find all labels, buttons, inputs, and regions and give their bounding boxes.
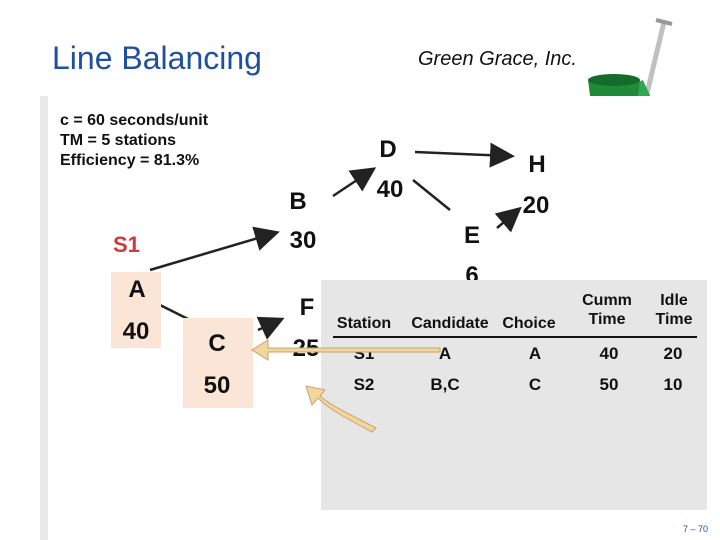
arrow-b-e (412, 179, 451, 211)
node-h-time: 20 (522, 192, 550, 219)
slide-title: Line Balancing (52, 40, 262, 76)
station-c-highlight (183, 318, 253, 408)
panel-edge (40, 96, 48, 540)
node-b-time: 30 (289, 227, 317, 254)
header-cumm-time: Cumm Time (582, 292, 632, 328)
callout-arrow-c (251, 339, 441, 361)
node-a-label: A (128, 276, 146, 303)
node-h-label: H (528, 151, 546, 178)
node-d-label: D (379, 136, 397, 163)
row1-cumm: 40 (599, 344, 619, 363)
efficiency: Efficiency = 81.3% (60, 152, 200, 169)
company-name: Green Grace, Inc. (418, 48, 577, 70)
callout-arrow-f (305, 385, 377, 433)
header-choice: Choice (502, 315, 556, 332)
row2-cumm: 50 (599, 375, 619, 394)
arrow-c-f (256, 316, 285, 340)
station-label-s1: S1 (113, 232, 140, 257)
header-idle-time: Idle Time (655, 292, 693, 328)
node-c-time: 50 (203, 372, 231, 399)
node-f-label: F (299, 294, 315, 321)
node-d-time: 40 (376, 176, 404, 203)
node-e-label: E (463, 222, 480, 249)
row1-candidate: A (438, 344, 452, 363)
row2-candidate: B,C (430, 375, 460, 394)
arrow-d-h (414, 142, 515, 168)
row2-station: S2 (353, 375, 375, 394)
row1-idle: 20 (663, 344, 683, 363)
cycle-time: c = 60 seconds/unit (60, 112, 209, 129)
slide-number: 7 – 70 (682, 524, 708, 534)
station-s1-highlight (111, 272, 161, 348)
header-station: Station (336, 315, 392, 332)
header-candidate: Candidate (411, 315, 489, 332)
theoretical-minimum: TM = 5 stations (60, 132, 177, 149)
arrow-e-h (494, 206, 522, 233)
node-c-label: C (208, 330, 226, 357)
row2-choice: C (528, 375, 542, 394)
row2-idle: 10 (663, 375, 683, 394)
node-b-label: B (289, 188, 307, 215)
arrow-b-d (332, 167, 377, 198)
row1-choice: A (528, 344, 542, 363)
table-header-rule (333, 336, 697, 338)
node-a-time: 40 (122, 318, 150, 345)
arrow-a-b (149, 226, 280, 272)
assignment-table: Station Candidate Choice Cumm Time Idle … (321, 280, 707, 510)
parameters: c = 60 seconds/unit TM = 5 stations Effi… (60, 111, 208, 171)
